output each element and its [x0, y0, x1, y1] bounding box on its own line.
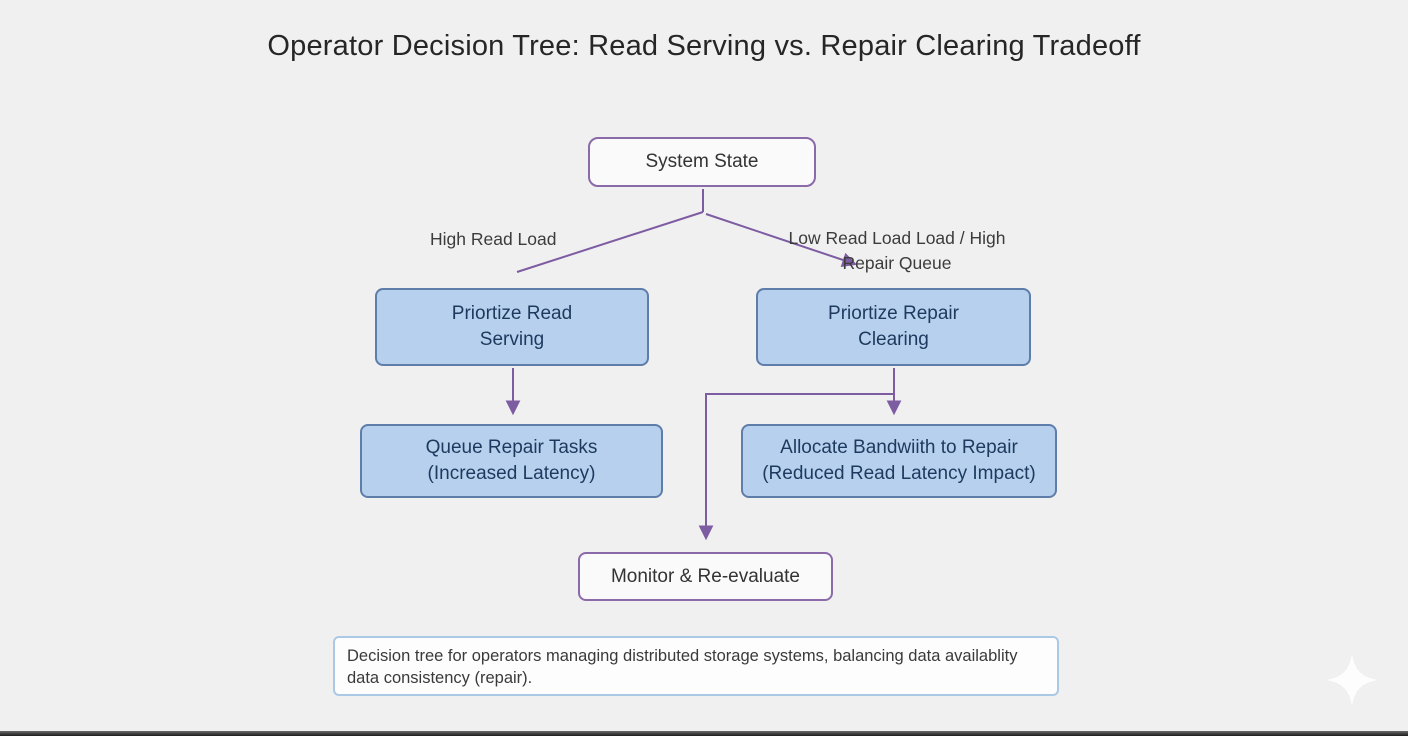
node-prioritize-repair-clearing: Priortize Repair Clearing — [756, 288, 1031, 366]
caption-text: Decision tree for operators managing dis… — [347, 647, 1018, 688]
edge-label-high-read-load: High Read Load — [430, 229, 557, 249]
node-prioritize-read-serving: Priortize Read Serving — [375, 288, 649, 366]
edge-label-low-read-load-line2: Repair Queue — [842, 253, 952, 274]
node-prioritize-repair-line1: Priortize Repair — [828, 303, 959, 325]
node-allocate-bandwidth-line1: Allocate Bandwiith to Repair — [780, 437, 1018, 459]
node-prioritize-read-line2: Serving — [479, 329, 545, 350]
page-title: Operator Decision Tree: Read Serving vs.… — [267, 30, 1141, 62]
node-system-state-label: System State — [645, 151, 759, 173]
sparkle-icon — [1326, 654, 1378, 706]
node-system-state: System State — [588, 137, 816, 187]
bottom-letterbox-strip — [0, 731, 1408, 736]
node-queue-repair-line2: (Increased Latency) — [427, 463, 596, 484]
node-monitor-reevaluate: Monitor & Re-evaluate — [578, 552, 833, 601]
node-queue-repair-line1: Queue Repair Tasks — [425, 437, 598, 459]
edge-label-low-read-load: Low Read Load Load / High Repair Queue — [776, 226, 1018, 277]
node-prioritize-read-line1: Priortize Read — [451, 303, 573, 325]
node-allocate-bandwidth: Allocate Bandwiith to Repair (Reduced Re… — [741, 424, 1057, 498]
node-queue-repair-tasks: Queue Repair Tasks (Increased Latency) — [360, 424, 663, 498]
node-monitor-label: Monitor & Re-evaluate — [610, 565, 801, 587]
caption-box: Decision tree for operators managing dis… — [333, 636, 1059, 696]
node-allocate-bandwidth-line2: (Reduced Read Latency Impact) — [762, 463, 1036, 484]
edge-label-low-read-load-line1: Low Read Load Load / High — [788, 228, 1006, 248]
node-prioritize-repair-line2: Clearing — [858, 329, 929, 350]
